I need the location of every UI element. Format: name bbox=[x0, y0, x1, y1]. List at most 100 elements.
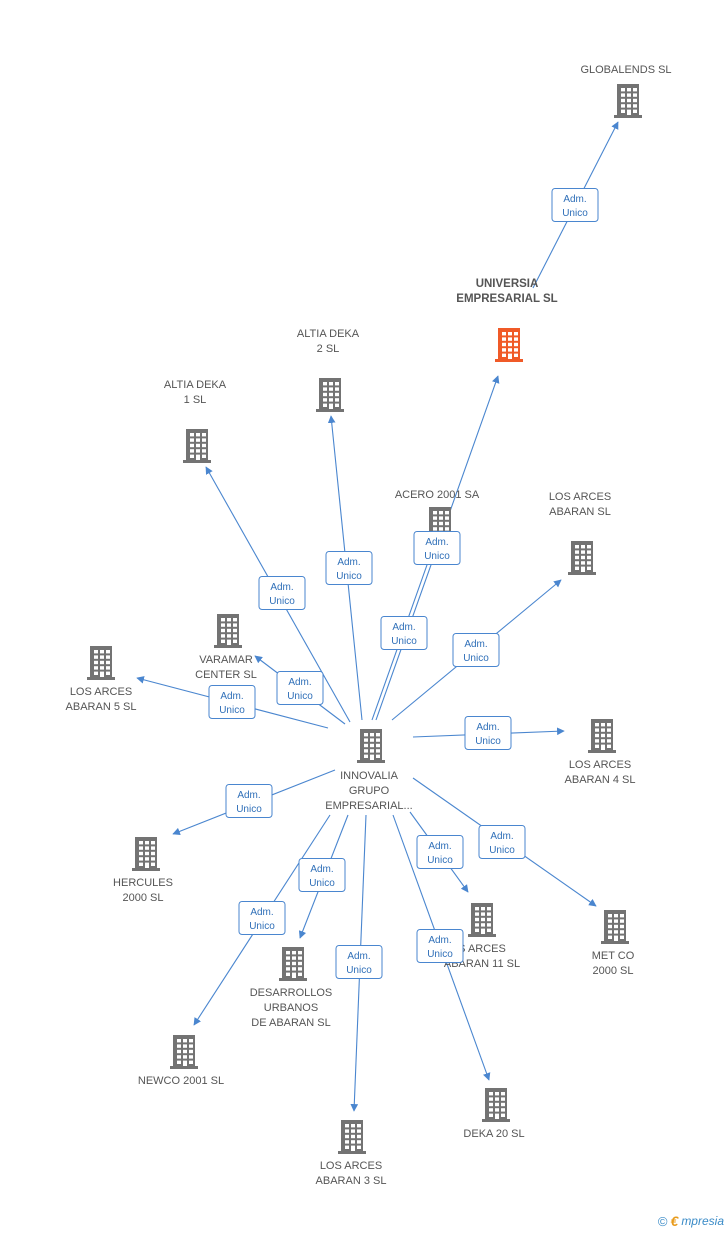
edge-label-box bbox=[238, 901, 286, 935]
node-label-desarrollos: DESARROLLOS bbox=[250, 987, 333, 999]
building-icon[interactable] bbox=[316, 378, 344, 412]
edge-label-altia2[interactable]: Adm.Unico bbox=[325, 551, 373, 585]
node-label-universia: UNIVERSIA bbox=[476, 278, 539, 290]
edge-label-role: Adm. bbox=[490, 831, 513, 842]
building-icon[interactable] bbox=[601, 910, 629, 944]
building-icon[interactable] bbox=[614, 84, 642, 118]
building-icon[interactable] bbox=[183, 429, 211, 463]
building-icon[interactable] bbox=[468, 903, 496, 937]
node-label-hercules: 2000 SL bbox=[123, 892, 164, 904]
edge-label-box bbox=[276, 671, 324, 705]
edge-label-role: Adm. bbox=[237, 790, 260, 801]
edge-labels-layer: Adm.UnicoAdm.UnicoAdm.UnicoAdm.UnicoAdm.… bbox=[208, 188, 599, 979]
building-icon[interactable] bbox=[132, 837, 160, 871]
edge-label-box bbox=[416, 929, 464, 963]
edge-label-box bbox=[335, 945, 383, 979]
edge-label-deka20[interactable]: Adm.Unico bbox=[416, 929, 464, 963]
edge-label-role: Adm. bbox=[310, 864, 333, 875]
node-label-arces5: LOS ARCES bbox=[70, 686, 132, 698]
edge-label-box bbox=[416, 835, 464, 869]
building-icon[interactable] bbox=[357, 729, 385, 763]
node-newco[interactable]: NEWCO 2001 SL bbox=[138, 1035, 224, 1087]
edge-label-type: Unico bbox=[309, 878, 335, 889]
edge-label-role: Adm. bbox=[428, 935, 451, 946]
building-icon[interactable] bbox=[170, 1035, 198, 1069]
node-label-arces11: S ARCES bbox=[458, 943, 506, 955]
edge-label-type: Unico bbox=[562, 208, 588, 219]
building-icon[interactable] bbox=[214, 614, 242, 648]
edge-label-type: Unico bbox=[269, 596, 295, 607]
edge-label-universia[interactable]: Adm.Unico bbox=[413, 531, 461, 565]
node-innovalia[interactable]: INNOVALIAGRUPOEMPRESARIAL... bbox=[325, 729, 413, 812]
edge-label-box bbox=[325, 551, 373, 585]
node-label-innovalia: GRUPO bbox=[349, 785, 390, 797]
edge-label-acero[interactable]: Adm.Unico bbox=[380, 616, 428, 650]
edge-label-desarrollos[interactable]: Adm. Unico bbox=[298, 858, 346, 892]
node-label-newco: NEWCO 2001 SL bbox=[138, 1075, 224, 1087]
edge-label-role: Adm. bbox=[392, 622, 415, 633]
edge-label-type: Unico bbox=[489, 845, 515, 856]
edge-label-type: Unico bbox=[287, 691, 313, 702]
edge-label-arces_abaran[interactable]: Adm.Unico bbox=[452, 633, 500, 667]
edge-label-arces3[interactable]: Adm. Unico bbox=[335, 945, 383, 979]
edge-label-newco[interactable]: Adm. Unico bbox=[238, 901, 286, 935]
edge-label-box bbox=[452, 633, 500, 667]
edge-label-type: Unico bbox=[249, 921, 275, 932]
node-arces3[interactable]: LOS ARCES ABARAN 3 SL bbox=[316, 1120, 387, 1187]
edge-label-role: Adm. bbox=[288, 677, 311, 688]
building-icon[interactable] bbox=[568, 541, 596, 575]
building-icon[interactable] bbox=[338, 1120, 366, 1154]
edge-label-box bbox=[380, 616, 428, 650]
node-label-arces3: LOS ARCES bbox=[320, 1160, 382, 1172]
edge-label-hercules[interactable]: Adm. Unico bbox=[225, 784, 273, 818]
node-label-arces_abaran: ABARAN SL bbox=[549, 506, 611, 518]
edge-label-box bbox=[478, 825, 526, 859]
node-label-globalends: GLOBALENDS SL bbox=[580, 64, 671, 76]
node-label-altia2: ALTIA DEKA bbox=[297, 328, 360, 340]
node-label-arces3: ABARAN 3 SL bbox=[316, 1175, 387, 1187]
edge-label-box bbox=[225, 784, 273, 818]
node-globalends[interactable]: GLOBALENDS SL bbox=[580, 64, 672, 118]
node-label-varamar: CENTER SL bbox=[195, 669, 257, 681]
edge-label-altia1[interactable]: Adm.Unico bbox=[258, 576, 306, 610]
edge-label-role: Adm. bbox=[337, 557, 360, 568]
node-deka20[interactable]: DEKA 20 SL bbox=[463, 1088, 525, 1140]
edge-label-type: Unico bbox=[236, 804, 262, 815]
edge-label-type: Unico bbox=[475, 736, 501, 747]
building-icon[interactable] bbox=[495, 328, 523, 362]
edge-label-metco[interactable]: Adm. Unico bbox=[478, 825, 526, 859]
empresia-logo-text: mpresia bbox=[681, 1214, 724, 1228]
node-label-acero: ACERO 2001 SA bbox=[395, 489, 480, 501]
edge-label-arces5[interactable]: Adm.Unico bbox=[208, 685, 256, 719]
node-label-innovalia: INNOVALIA bbox=[340, 770, 399, 782]
edge-label-arces4[interactable]: Adm.Unico bbox=[464, 716, 512, 750]
empresia-logo-initial: € bbox=[670, 1213, 679, 1229]
node-label-altia1: ALTIA DEKA bbox=[164, 379, 227, 391]
edge-label-role: Adm. bbox=[250, 907, 273, 918]
edge-label-type: Unico bbox=[346, 965, 372, 976]
edge-label-role: Adm. bbox=[347, 951, 370, 962]
edge-label-type: Unico bbox=[219, 705, 245, 716]
building-icon[interactable] bbox=[482, 1088, 510, 1122]
building-icon[interactable] bbox=[279, 947, 307, 981]
edge-label-arces11[interactable]: Adm.Unico bbox=[416, 835, 464, 869]
edge-label-globalends[interactable]: Adm.Unico bbox=[551, 188, 599, 222]
brand-footer: © €mpresia bbox=[658, 1213, 724, 1229]
building-icon[interactable] bbox=[588, 719, 616, 753]
edge-label-role: Adm. bbox=[428, 841, 451, 852]
building-icon[interactable] bbox=[87, 646, 115, 680]
edge-label-varamar[interactable]: Adm. Unico bbox=[276, 671, 324, 705]
edge-label-box bbox=[258, 576, 306, 610]
copyright-symbol: © bbox=[657, 1213, 668, 1229]
